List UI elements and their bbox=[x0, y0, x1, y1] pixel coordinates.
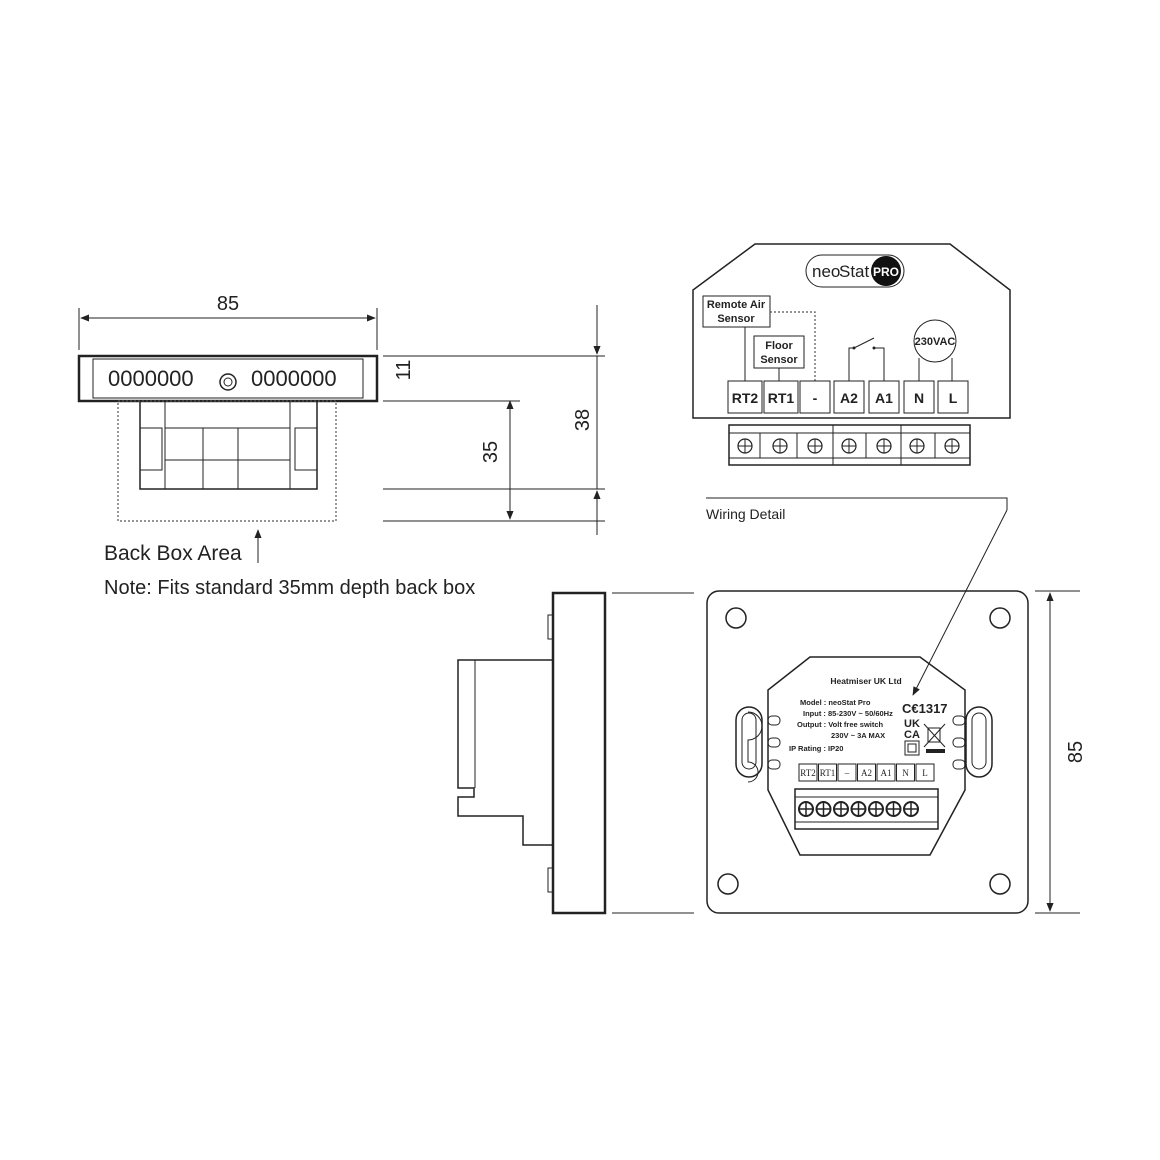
rear-terminal-label: A1 bbox=[881, 768, 892, 778]
rear-screw-icon bbox=[903, 801, 919, 817]
rear-screw-icon bbox=[850, 801, 867, 817]
rear-terminal-label: – bbox=[844, 768, 850, 778]
screw-icon bbox=[807, 438, 823, 454]
side-view: 85 0000000 0000000 11 35 bbox=[77, 293, 605, 599]
segment-row-left: 0000000 bbox=[108, 366, 194, 391]
rear-terminal-label: RT2 bbox=[800, 768, 815, 778]
back-box-label: Back Box Area bbox=[104, 542, 242, 565]
spec-model: Model : neoStat Pro bbox=[800, 698, 871, 707]
screw-icon bbox=[909, 438, 925, 454]
button-outer-icon bbox=[219, 373, 237, 391]
rear-terminal-label-box bbox=[837, 763, 857, 782]
rear-terminal-label: L bbox=[922, 768, 928, 778]
terminal-block bbox=[728, 424, 971, 466]
width-dimension-label: 85 bbox=[217, 293, 239, 315]
rear-screw-icon bbox=[815, 801, 832, 817]
rear-terminal-label: A2 bbox=[861, 768, 872, 778]
supply-230vac-icon bbox=[913, 319, 957, 363]
rear-module bbox=[767, 656, 966, 856]
rear-terminal-label-box bbox=[876, 763, 896, 782]
rear-terminal-label-box bbox=[896, 763, 915, 782]
spec-output: Output : Volt free switch bbox=[797, 720, 884, 729]
brand-text-stat: Stat bbox=[839, 262, 870, 281]
screw-icon bbox=[841, 438, 857, 454]
corner-hole-icon bbox=[717, 873, 739, 895]
brand-pro-text: PRO bbox=[873, 265, 899, 279]
wiring-detail: neo Stat PRO Remote Air Sensor Floor Sen… bbox=[692, 243, 1011, 696]
screw-icon bbox=[772, 438, 788, 454]
rear-terminal-labels: RT2 RT1– A2 A1 N L bbox=[798, 763, 935, 782]
rear-screw-icon bbox=[885, 801, 902, 817]
screw-icon bbox=[737, 438, 753, 454]
wiring-caption: Wiring Detail bbox=[706, 506, 785, 522]
spec-output-rating: 230V ~ 3A MAX bbox=[831, 731, 885, 740]
back-view: Heatmiser UK Ltd Model : neoStat Pro Inp… bbox=[706, 590, 1087, 914]
screw-icon bbox=[944, 438, 960, 454]
wiring-pointer-arrow bbox=[912, 509, 1008, 696]
terminal-labels: RT2 RT1 - A2 A1 N L bbox=[727, 380, 969, 414]
floor-sensor-line1: Floor bbox=[765, 340, 793, 352]
dim-38-label: 38 bbox=[572, 409, 594, 431]
rear-terminal-label-box bbox=[798, 763, 818, 782]
brand-text-neo: neo bbox=[812, 262, 840, 281]
terminal-l: L bbox=[949, 390, 958, 406]
floor-sensor-line2: Sensor bbox=[760, 354, 798, 366]
ukca-bottom: CA bbox=[904, 729, 920, 741]
terminal-n: N bbox=[914, 390, 924, 406]
rear-terminal-label-box bbox=[818, 763, 837, 782]
rear-terminal-label: RT1 bbox=[820, 768, 835, 778]
terminal-a2: A2 bbox=[840, 390, 858, 406]
supply-label: 230VAC bbox=[915, 336, 956, 348]
remote-air-sensor-line2: Sensor bbox=[717, 313, 755, 325]
terminal-rt1: RT1 bbox=[768, 390, 795, 406]
dim-35-label: 35 bbox=[480, 441, 502, 463]
rear-terminal-label: N bbox=[902, 768, 909, 778]
side-profile bbox=[457, 591, 694, 915]
ukca-top: UK bbox=[904, 718, 920, 730]
back-box-note: Note: Fits standard 35mm depth back box bbox=[104, 577, 475, 599]
screw-icon bbox=[876, 438, 892, 454]
back-plate bbox=[706, 590, 1029, 914]
profile-faceplate bbox=[551, 591, 607, 915]
spec-ip-rating: IP Rating : IP20 bbox=[789, 744, 843, 753]
terminal-screws bbox=[737, 438, 960, 454]
keyhole-slot-left bbox=[735, 706, 763, 778]
wiring-module-outline bbox=[692, 243, 1011, 419]
rear-terminal-label-box bbox=[857, 763, 876, 782]
compliance-square-icon bbox=[904, 740, 920, 756]
brand-pro-badge bbox=[871, 256, 901, 286]
button-inner-icon bbox=[223, 377, 233, 387]
manufacturer-label: Heatmiser UK Ltd bbox=[830, 676, 901, 686]
segment-row-right: 0000000 bbox=[251, 366, 337, 391]
back-height-label: 85 bbox=[1065, 741, 1087, 763]
keyhole-slot-right bbox=[965, 706, 993, 778]
rear-screw-icon bbox=[833, 801, 849, 817]
spec-input: Input : 85-230V ~ 50/60Hz bbox=[803, 709, 893, 718]
back-box-area-outline bbox=[117, 400, 337, 522]
remote-air-sensor-line1: Remote Air bbox=[707, 299, 766, 311]
terminal-a1: A1 bbox=[875, 390, 893, 406]
rear-terminal-block bbox=[794, 788, 939, 830]
rear-terminal-label-box bbox=[915, 763, 935, 782]
profile-body bbox=[457, 659, 553, 846]
corner-hole-icon bbox=[725, 607, 747, 629]
rear-terminal-screws bbox=[798, 801, 919, 817]
weee-bin-icon bbox=[923, 723, 946, 753]
dim-11-label: 11 bbox=[393, 360, 415, 381]
terminal-rt2: RT2 bbox=[732, 390, 759, 406]
corner-hole-icon bbox=[989, 607, 1011, 629]
rear-screw-icon bbox=[868, 801, 884, 817]
rear-screw-icon bbox=[798, 801, 814, 817]
faceplate-bezel bbox=[92, 358, 364, 399]
corner-hole-icon bbox=[989, 873, 1011, 895]
thermostat-body bbox=[139, 400, 318, 490]
ce-mark: C€1317 bbox=[902, 701, 948, 716]
terminal-neg: - bbox=[813, 390, 818, 406]
brand-logo bbox=[805, 254, 905, 288]
switch-contact-icon bbox=[853, 337, 875, 349]
